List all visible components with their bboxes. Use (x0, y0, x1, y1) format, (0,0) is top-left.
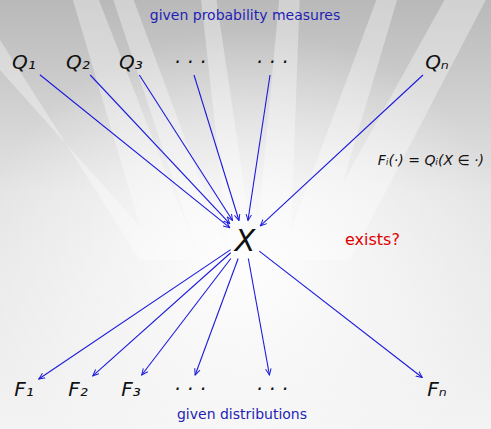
group-caption: given distributions (177, 406, 307, 423)
symbol-text: · · · (174, 378, 206, 400)
ellipsis: · · · (253, 377, 291, 401)
measure-symbol: Q₂ (63, 50, 93, 74)
formula: Fᵢ(·) = Qᵢ(X ∈ ·) (378, 152, 484, 169)
arrow-connector (194, 75, 239, 221)
arrow-connector (260, 75, 423, 226)
distribution-symbol: Fₙ (424, 377, 449, 401)
symbol-text: · · · (174, 51, 206, 73)
arrow-connector (248, 75, 270, 221)
symbol-text: Q₁ (12, 51, 36, 73)
arrow-connector (195, 259, 238, 376)
ellipsis: · · · (171, 377, 209, 401)
symbol-text: Fₙ (427, 378, 446, 400)
symbol-text: Q₃ (119, 51, 143, 73)
symbol-text: F₃ (121, 378, 141, 400)
arrow-connector (248, 259, 269, 376)
distribution-symbol: F₁ (11, 377, 37, 401)
question-note: exists? (345, 230, 400, 249)
distribution-symbol: F₂ (65, 377, 91, 401)
arrow-connector (93, 253, 231, 376)
arrow-connector (90, 75, 230, 224)
distribution-symbol: F₃ (118, 377, 144, 401)
arrow-connector (139, 75, 232, 221)
symbol-text: · · · (256, 51, 288, 73)
measure-symbol: Qₙ (422, 50, 452, 74)
symbol-text: · · · (256, 378, 288, 400)
ellipsis: · · · (171, 50, 209, 74)
ellipsis: · · · (253, 50, 291, 74)
measure-symbol: Q₁ (9, 50, 39, 74)
arrow-connector (39, 250, 231, 379)
random-variable: X (232, 223, 259, 258)
group-caption: given probability measures (150, 7, 341, 24)
symbol-text: Qₙ (425, 51, 449, 73)
symbol-text: X (235, 224, 256, 257)
symbol-text: Q₂ (66, 51, 90, 73)
arrow-connector (259, 251, 422, 377)
symbol-text: F₂ (68, 378, 88, 400)
symbol-text: F₁ (14, 378, 34, 400)
measure-symbol: Q₃ (116, 50, 146, 74)
arrow-connector (142, 259, 231, 376)
